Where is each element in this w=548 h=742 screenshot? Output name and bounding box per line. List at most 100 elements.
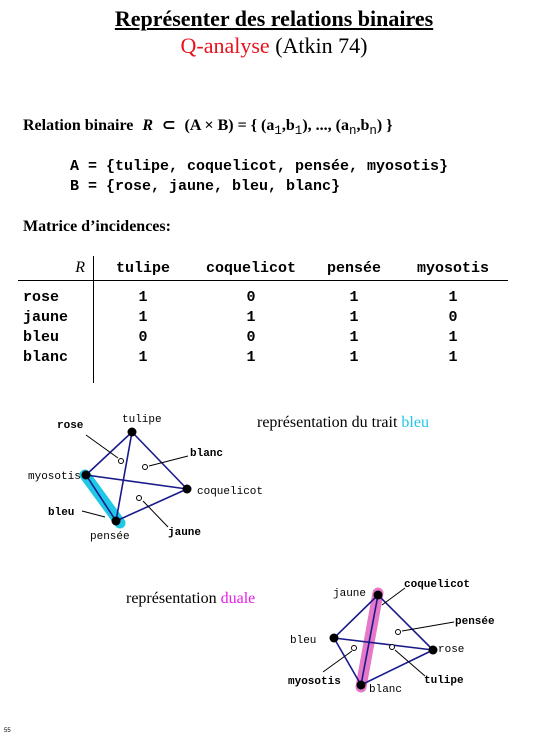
set-bn: ,b [356, 117, 370, 134]
edge [377, 594, 434, 651]
face-marker [395, 629, 401, 635]
matrix-cell: 1 [349, 288, 359, 306]
matrix-cell: 1 [448, 348, 458, 366]
face-label-bleu: bleu [48, 507, 74, 519]
matrix-cell: 1 [448, 288, 458, 306]
matrix-cell: 1 [138, 308, 148, 326]
vertex-label-pensee: pensée [90, 531, 130, 543]
sub-b1: 1 [294, 124, 303, 138]
edge [360, 649, 434, 686]
matrix-cell: 0 [138, 328, 148, 346]
pointer-line [322, 650, 353, 673]
diagram1: tulipe myosotis coquelicot pensée rose b… [28, 414, 263, 543]
vertex-label-bleu: bleu [290, 635, 316, 647]
sub-bn: n [369, 124, 377, 138]
edge [333, 637, 362, 686]
table-row: bleu 0 0 1 1 [18, 327, 508, 347]
column-header: myosotis [398, 256, 508, 281]
vertex-label-myosotis: myosotis [28, 471, 81, 483]
diagram2: jaune bleu rose blanc coquelicot pensée … [288, 579, 495, 696]
set-middle: ), ..., (a [302, 117, 349, 134]
column-header: tulipe [93, 256, 192, 281]
matrix-header-row: R tulipe coquelicot pensée myosotis [18, 256, 508, 281]
vertex [111, 516, 121, 526]
set-close: ) } [376, 117, 393, 134]
relation-symbol: R [142, 117, 154, 134]
incidence-matrix: R tulipe coquelicot pensée myosotis rose… [18, 256, 508, 383]
cartesian-product: (A × B) [184, 117, 234, 134]
edge [85, 431, 133, 476]
diagram2-caption: représentation duale [126, 590, 255, 608]
matrix-cell: 1 [349, 308, 359, 326]
table-row: rose 1 0 1 1 [18, 280, 508, 307]
row-header: jaune [18, 307, 94, 327]
face-marker [389, 644, 395, 650]
matrix-cell: 1 [349, 328, 359, 346]
matrix-cell: 1 [349, 348, 359, 366]
relation-label: Relation binaire [23, 117, 134, 134]
page-number: 55 [4, 728, 11, 734]
matrix-cell: 0 [246, 288, 256, 306]
set-a-definition: A = {tulipe, coquelicot, pensée, myosoti… [70, 158, 449, 175]
q-analyse-label: Q-analyse [180, 33, 270, 58]
face-marker [118, 458, 124, 464]
table-row: jaune 1 1 1 0 [18, 307, 508, 327]
page-subtitle: Q-analyse (Atkin 74) [0, 33, 548, 59]
edge [115, 488, 188, 522]
edge [360, 594, 379, 686]
matrix-corner: R [18, 256, 94, 281]
row-header: blanc [18, 347, 94, 383]
matrix-cell: 1 [246, 348, 256, 366]
matrix-cell: 0 [448, 308, 458, 326]
edge [115, 431, 133, 522]
atkin-reference: (Atkin 74) [269, 33, 368, 58]
face-marker [136, 495, 142, 501]
face-label-coquelicot: coquelicot [404, 579, 470, 591]
face-label-blanc: blanc [190, 448, 223, 460]
diagram2-caption-colored: duale [220, 590, 256, 607]
vertex [182, 484, 192, 494]
matrix-cell: 1 [246, 308, 256, 326]
diagram1-caption-colored: bleu [401, 414, 429, 431]
subset-symbol: ⊂ [162, 117, 176, 134]
edge [333, 594, 379, 639]
vertex [428, 645, 438, 655]
face-marker [142, 464, 148, 470]
edge [131, 431, 188, 490]
set-b-definition: B = {rose, jaune, bleu, blanc} [70, 178, 341, 195]
face-marker [351, 645, 357, 651]
page-title: Représenter des relations binaires [114, 6, 434, 31]
column-header: pensée [310, 256, 398, 281]
face-label-jaune: jaune [168, 527, 201, 539]
matrix-cell: 1 [138, 288, 148, 306]
edge [333, 637, 434, 651]
set-open: = { (a [233, 117, 275, 134]
matrix-cell: 0 [246, 328, 256, 346]
matrix-cell: 1 [138, 348, 148, 366]
vertex-label-coquelicot: coquelicot [197, 486, 263, 498]
row-header: rose [18, 280, 94, 307]
diagram1-caption-text: représentation du trait [257, 414, 402, 431]
set-b: ,b [281, 117, 295, 134]
edge [85, 474, 188, 490]
face-label-pensee: pensée [455, 616, 495, 628]
vertex [356, 680, 366, 690]
sub-an: n [348, 124, 357, 138]
diagram1-caption: représentation du trait bleu [257, 414, 429, 432]
edge [85, 474, 117, 522]
vertex [127, 427, 137, 437]
column-header: coquelicot [192, 256, 310, 281]
sub-a1: 1 [274, 124, 282, 138]
vertex [329, 633, 339, 643]
matrix-cell: 1 [448, 328, 458, 346]
pointer-line [148, 455, 189, 467]
vertex [373, 590, 383, 600]
pointer-line [142, 500, 169, 528]
pointer-line [381, 587, 406, 606]
table-row: blanc 1 1 1 1 [18, 347, 508, 383]
pointer-line [85, 434, 119, 459]
diagram2-caption-text: représentation [126, 590, 221, 607]
vertex-label-rose: rose [438, 644, 464, 656]
vertex [81, 470, 91, 480]
